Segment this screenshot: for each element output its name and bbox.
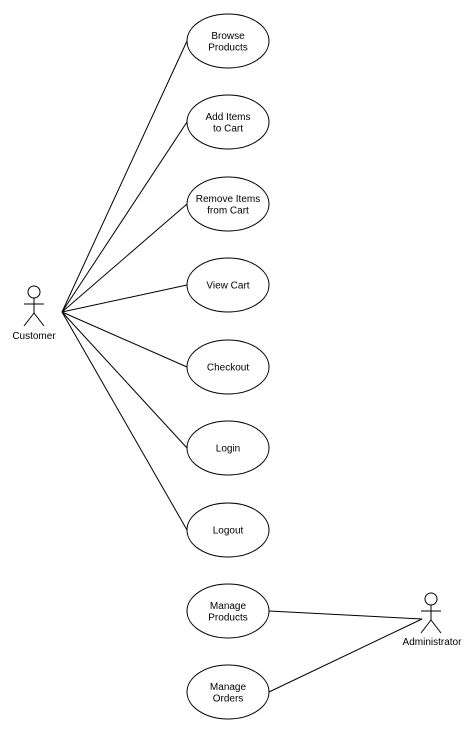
association-customer-checkout <box>61 311 188 368</box>
association-administrator-manage-products <box>268 610 423 620</box>
use-case-ellipse <box>186 257 270 313</box>
association-customer-logout <box>61 311 188 531</box>
use-case-label: Checkout <box>207 363 249 374</box>
actor-label: Administrator <box>403 637 463 648</box>
use-case-label: to Cart <box>213 123 243 134</box>
use-case-ellipse <box>186 664 270 720</box>
stick-figure-icon <box>23 285 45 327</box>
use-case-label: Products <box>208 612 247 623</box>
use-case-label: Orders <box>213 693 244 704</box>
use-case-label: Add Items <box>205 112 250 123</box>
use-case-label: Products <box>208 42 247 53</box>
use-case-ellipse <box>186 502 270 558</box>
association-customer-remove-items-from-cart <box>61 203 188 313</box>
actor-customer[interactable]: Customer <box>12 285 56 342</box>
use-case-ellipse <box>186 94 270 150</box>
use-case-label: Logout <box>213 526 244 537</box>
use-case-label: Browse <box>211 31 245 42</box>
actor-label: Customer <box>12 331 56 342</box>
association-customer-browse-products <box>61 40 188 313</box>
use-case-logout[interactable]: Logout <box>186 502 270 558</box>
use-case-login[interactable]: Login <box>186 420 270 476</box>
association-lines <box>61 40 423 693</box>
use-case-label: Manage <box>210 682 247 693</box>
association-customer-view-cart <box>61 284 188 313</box>
association-customer-login <box>61 311 188 449</box>
association-customer-add-items-to-cart <box>61 121 188 313</box>
use-case-label: View Cart <box>206 281 249 292</box>
use-case-ellipse <box>186 420 270 476</box>
use-case-ellipse <box>186 339 270 395</box>
use-case-label: Manage <box>210 601 247 612</box>
use-case-view-cart[interactable]: View Cart <box>186 257 270 313</box>
use-case-ellipse <box>186 583 270 639</box>
use-case-ellipse <box>186 176 270 232</box>
actor-administrator[interactable]: Administrator <box>403 592 463 648</box>
use-case-label: from Cart <box>207 205 249 216</box>
use-case-label: Login <box>216 444 240 455</box>
use-case-checkout[interactable]: Checkout <box>186 339 270 395</box>
association-administrator-manage-orders <box>268 618 423 693</box>
use-case-ellipse <box>186 13 270 69</box>
use-case-label: Remove Items <box>196 194 260 205</box>
stick-figure-icon <box>420 592 442 634</box>
